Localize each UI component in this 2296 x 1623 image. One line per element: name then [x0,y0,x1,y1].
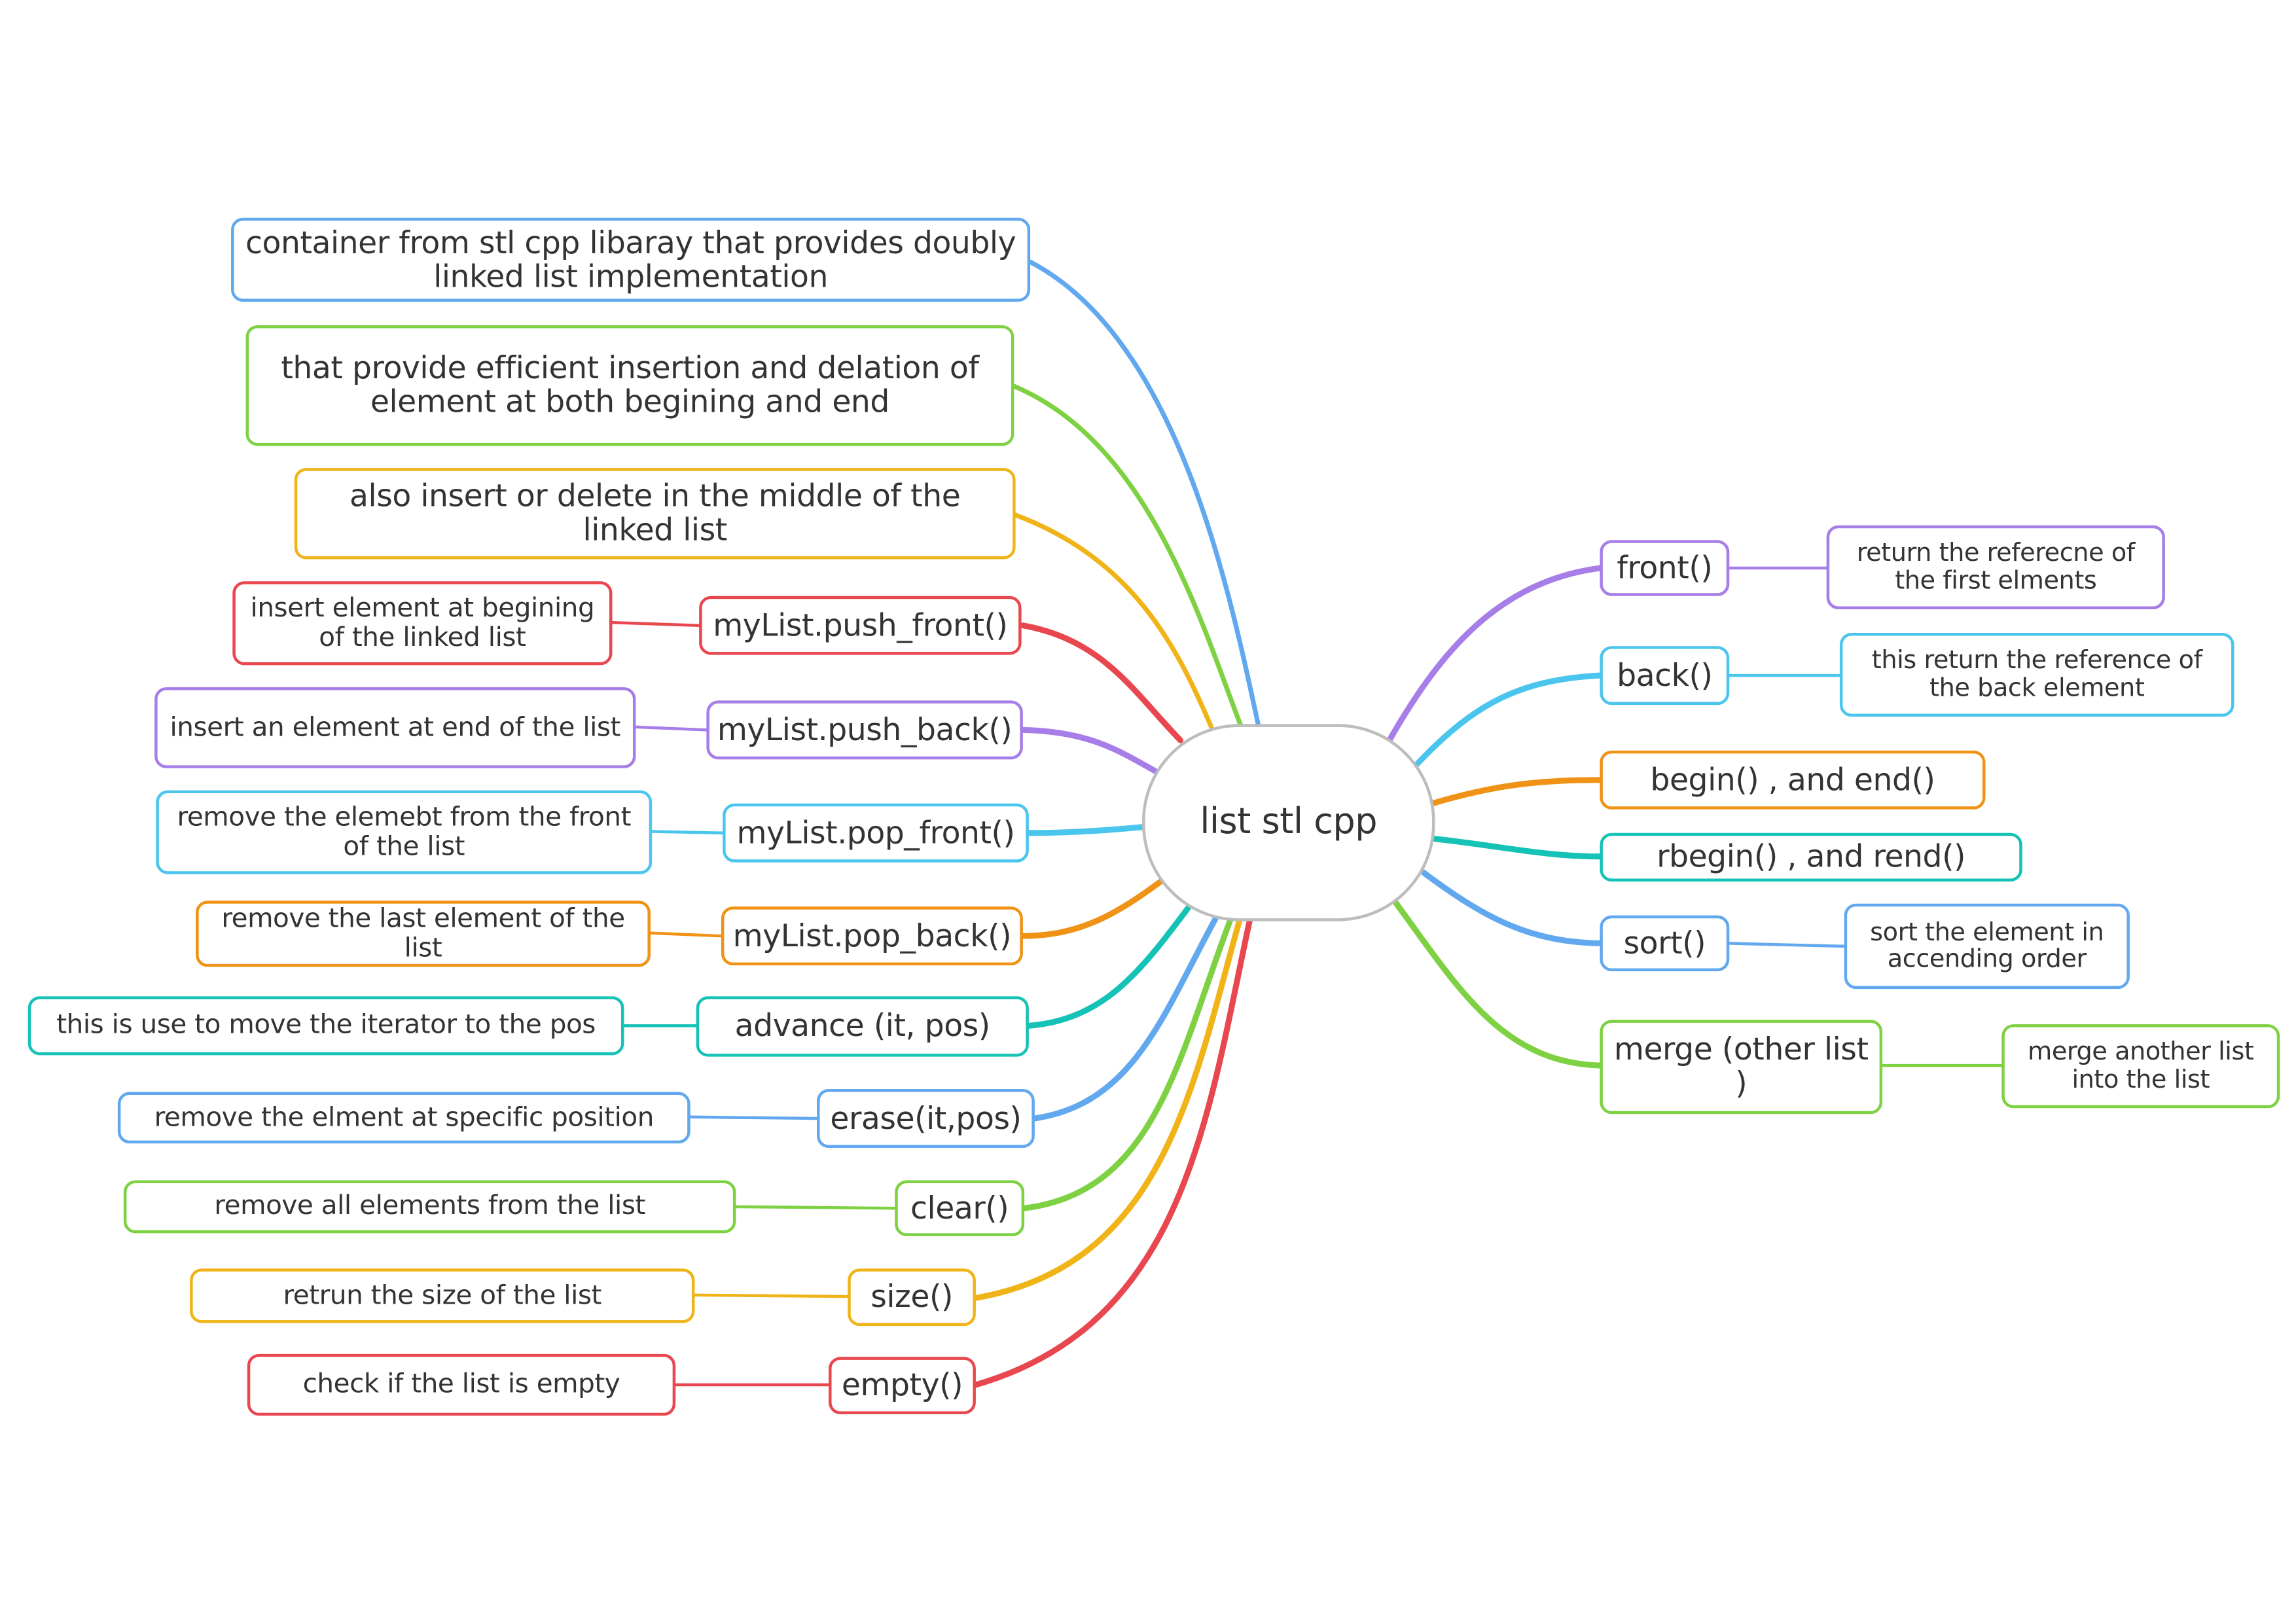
detail-pop-back[interactable]: remove the last element of the list [196,901,651,967]
connector-right-5 [1392,899,1603,1069]
detail-push-front[interactable]: insert element at begining of the linked… [232,581,613,666]
branch-pop-back[interactable]: myList.pop_back() [721,906,1023,966]
branch-size[interactable]: size() [848,1268,976,1327]
connector-right-4 [1418,868,1603,946]
branch-empty[interactable]: empty() [829,1357,976,1415]
branch-push-front[interactable]: myList.push_front() [699,596,1022,655]
branch-back[interactable]: back() [1600,646,1730,705]
branch-clear[interactable]: clear() [895,1180,1025,1236]
note-definition[interactable]: container from stl cpp libaray that prov… [231,217,1031,302]
detail-clear[interactable]: remove all elements from the list [123,1180,736,1234]
connector-right-0 [1386,565,1603,743]
branch-rbegin-rend[interactable]: rbegin() , and rend() [1600,832,2022,882]
connector-left-2 [1026,824,1145,836]
connector-left-1 [1020,726,1158,774]
connector-left-detail-7 [693,1293,850,1298]
detail-advance[interactable]: this is use to move the iterator to the … [27,996,624,1056]
detail-front[interactable]: return the referecne of the first elment… [1826,525,2165,609]
detail-pop-front[interactable]: remove the elemebt from the front of the… [156,790,653,874]
note-efficiency[interactable]: that provide efficient insertion and del… [245,325,1014,446]
connector-left-4 [1026,903,1193,1029]
connector-left-0 [1020,622,1183,743]
detail-size[interactable]: retrun the size of the list [190,1268,695,1323]
connector-right-detail-4 [1727,942,1846,948]
connector-left-5 [1031,915,1219,1122]
branch-pop-front[interactable]: myList.pop_front() [723,803,1029,863]
connector-left-detail-6 [734,1205,897,1210]
branch-erase[interactable]: erase(it,pos) [817,1089,1035,1149]
connector-left-detail-3 [649,931,723,938]
connector-left-6 [1021,916,1234,1211]
connector-left-detail-5 [689,1115,819,1120]
detail-merge[interactable]: merge another list into the list [2001,1024,2280,1109]
connector-note-2 [1013,512,1214,730]
connector-note-0 [1028,259,1261,728]
branch-begin-end[interactable]: begin() , and end() [1600,750,1986,810]
branch-front[interactable]: front() [1600,540,1730,596]
connector-left-detail-1 [634,725,708,732]
note-middle-insert[interactable]: also insert or delete in the middle of t… [294,468,1016,560]
connector-left-8 [973,918,1253,1388]
connector-left-3 [1020,877,1166,939]
connector-right-2 [1429,777,1603,807]
connector-left-7 [973,918,1242,1301]
detail-back[interactable]: this return the reference of the back el… [1839,632,2234,717]
detail-erase[interactable]: remove the elment at specific position [117,1092,691,1144]
detail-push-back[interactable]: insert an element at end of the list [154,687,636,768]
central-topic[interactable]: list stl cpp [1142,724,1435,921]
connector-left-detail-0 [611,620,701,627]
branch-advance[interactable]: advance (it, pos) [696,996,1029,1057]
detail-sort[interactable]: sort the element in accending order [1844,903,2130,990]
detail-empty[interactable]: check if the list is empty [247,1353,676,1416]
branch-push-back[interactable]: myList.push_back() [706,700,1023,760]
branch-merge[interactable]: merge (other list ) [1600,1020,1883,1115]
connector-left-detail-2 [650,830,725,835]
connector-right-3 [1432,836,1603,860]
branch-sort[interactable]: sort() [1600,915,1730,972]
connector-note-1 [1010,383,1244,728]
connector-right-1 [1412,672,1603,768]
